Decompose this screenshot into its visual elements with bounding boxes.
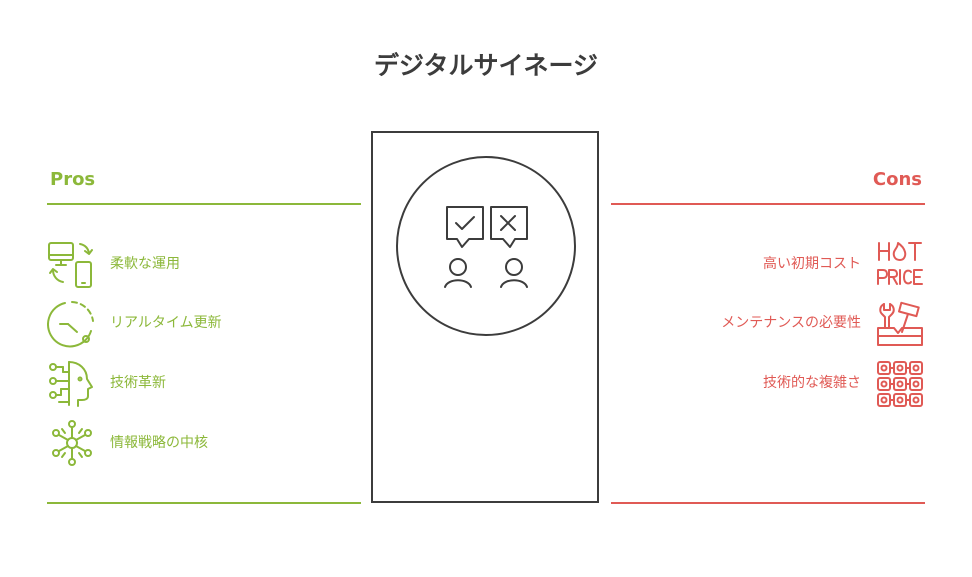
pros-heading: Pros — [50, 169, 96, 190]
circuit-grid-icon — [876, 360, 924, 408]
devices-sync-icon — [47, 240, 95, 290]
pros-item-label: 技術革新 — [110, 375, 166, 391]
hot-price-icon — [876, 240, 924, 288]
pros-bottom-divider — [47, 502, 361, 504]
pros-item-label: 柔軟な運用 — [110, 256, 180, 272]
ai-head-circuit-icon — [47, 359, 97, 409]
pros-top-divider — [47, 203, 361, 205]
toolbox-icon — [876, 300, 924, 348]
cons-top-divider — [611, 203, 925, 205]
diagram-title: デジタルサイネージ — [373, 51, 598, 80]
signage-display-frame — [371, 131, 599, 503]
clock-refresh-icon — [47, 299, 97, 349]
approve-reject-people-icon — [395, 155, 577, 337]
pros-item-label: 情報戦略の中核 — [110, 435, 208, 451]
cons-heading: Cons — [872, 169, 922, 190]
cons-item-label: メンテナンスの必要性 — [721, 315, 861, 331]
cons-item-label: 技術的な複雑さ — [763, 375, 861, 391]
cons-bottom-divider — [611, 502, 925, 504]
cons-item-label: 高い初期コスト — [763, 256, 861, 272]
pros-item-label: リアルタイム更新 — [110, 315, 222, 331]
network-hub-icon — [48, 419, 96, 467]
